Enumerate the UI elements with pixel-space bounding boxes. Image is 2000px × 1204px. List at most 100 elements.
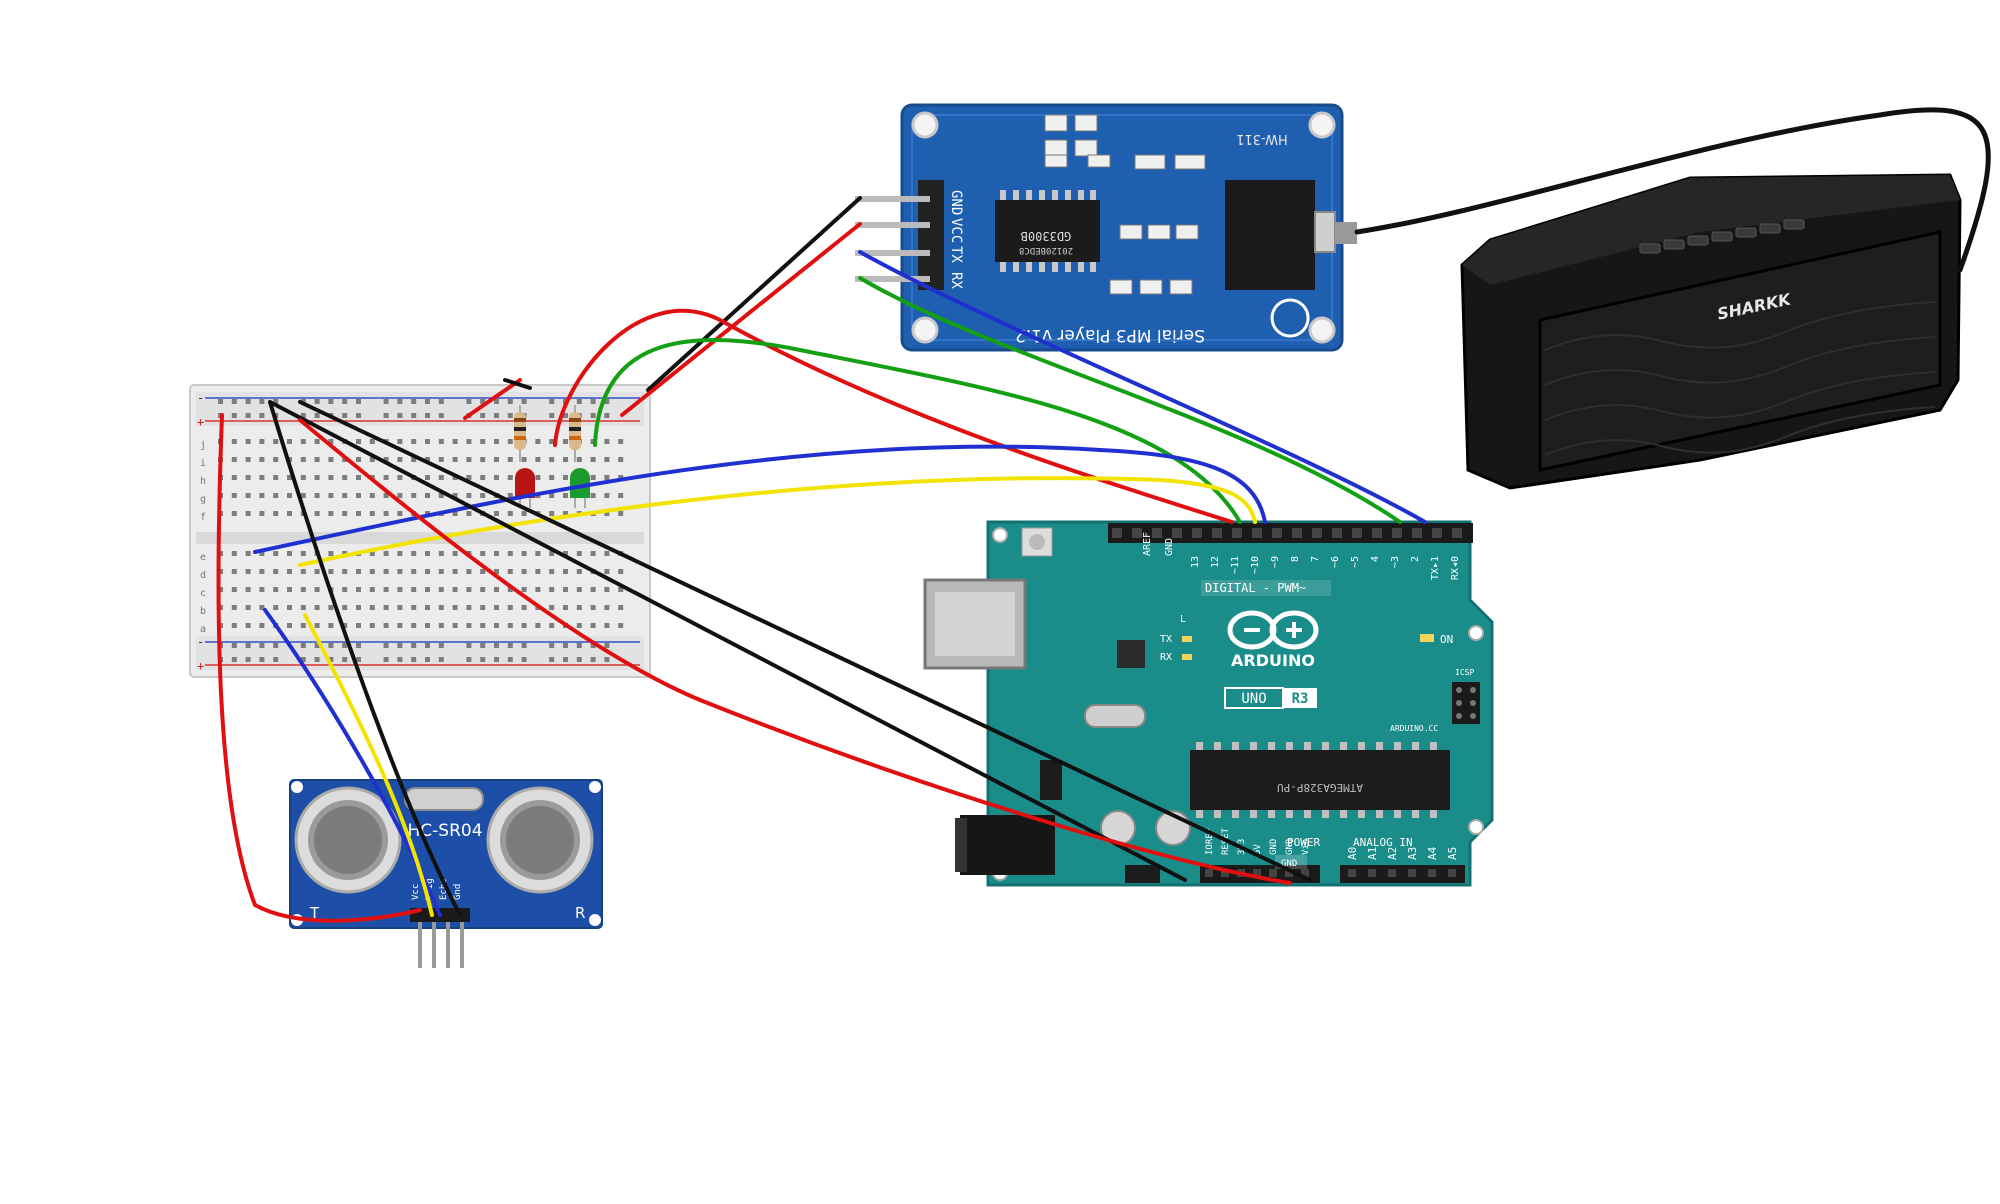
speaker-button[interactable] (1759, 223, 1781, 234)
breadboard-hole (425, 457, 430, 462)
header-socket (1132, 528, 1142, 538)
wires (216, 107, 1991, 923)
breadboard-hole (273, 605, 279, 610)
header-socket (1112, 528, 1122, 538)
breadboard-hole (231, 569, 237, 574)
rail-hole (231, 399, 237, 404)
header-socket (1152, 528, 1162, 538)
rail-hole (383, 657, 389, 662)
breadboard-holes (218, 399, 624, 662)
breadboard-hole (507, 587, 513, 592)
speaker-button[interactable] (1735, 227, 1757, 238)
rail-hole (549, 643, 555, 648)
header-socket (1348, 869, 1356, 877)
breadboard-hole (300, 569, 306, 574)
rail-hole (576, 643, 582, 648)
breadboard-hole (480, 569, 486, 574)
digital-pin-label: 8 (1290, 556, 1301, 562)
breadboard-hole (356, 587, 361, 592)
speaker-button[interactable] (1687, 235, 1709, 246)
rail-hole (549, 399, 555, 404)
breadboard-hole (287, 569, 292, 574)
breadboard-hole (452, 439, 458, 444)
analog-pin-label: A0 (1346, 847, 1359, 860)
breadboard-hole (314, 439, 320, 444)
rail-hole (590, 413, 596, 418)
mcu-pin (1214, 742, 1221, 750)
breadboard-hole (425, 493, 430, 498)
breadboard-hole (411, 439, 417, 444)
wire-red (216, 413, 422, 923)
rail-hole (466, 399, 472, 404)
breadboard-hole (287, 475, 292, 480)
module-model: HW-311 (1236, 131, 1288, 146)
breadboard-hole (549, 475, 555, 480)
breadboard-hole (314, 457, 320, 462)
breadboard-hole (563, 493, 568, 498)
wire-black (268, 400, 462, 917)
breadboard-hole (300, 439, 306, 444)
breadboard-hole (231, 457, 237, 462)
breadboard-hole (480, 551, 486, 556)
rail-hole (314, 413, 320, 418)
breadboard-hole (452, 551, 458, 556)
breadboard-hole (507, 493, 513, 498)
wire-yellow (303, 613, 434, 917)
header-socket (1408, 869, 1416, 877)
speaker-button[interactable] (1711, 231, 1733, 242)
rail-hole (314, 399, 320, 404)
breadboard-hole (549, 623, 555, 628)
speaker-grille (1538, 230, 1942, 472)
mcu-pin (1430, 810, 1437, 818)
breadboard-hole (438, 457, 444, 462)
rail-hole (494, 413, 499, 418)
rail-hole (604, 399, 610, 404)
gnd-top-label: GND (1164, 538, 1175, 556)
mcu-pin (1340, 810, 1347, 818)
breadboard-hole (245, 511, 251, 516)
breadboard-hole (590, 551, 596, 556)
breadboard-hole (604, 623, 610, 628)
speaker-button[interactable] (1663, 239, 1685, 250)
rail-hole (397, 643, 403, 648)
row-letter: j (200, 440, 206, 451)
rail-hole (397, 399, 403, 404)
breadboard-hole (466, 493, 472, 498)
breadboard-hole (563, 439, 568, 444)
breadboard-hole (259, 475, 265, 480)
header-socket (1232, 528, 1242, 538)
header-socket (1269, 869, 1277, 877)
rail-hole (425, 657, 430, 662)
breadboard-hole (383, 511, 389, 516)
row-letter: g (200, 494, 206, 505)
breadboard-hole (397, 605, 403, 610)
rail-hole (590, 643, 596, 648)
speaker-button[interactable] (1639, 243, 1661, 254)
analog-pin-label: A1 (1366, 847, 1379, 860)
breadboard-hole (259, 605, 265, 610)
speaker-button[interactable] (1783, 219, 1805, 230)
breadboard-hole (563, 569, 568, 574)
digital-pin-label: ~10 (1250, 556, 1261, 574)
rail-hole (521, 399, 527, 404)
breadboard-hole (356, 511, 361, 516)
rail-hole (328, 643, 334, 648)
rail-hole (231, 643, 237, 648)
bluetooth-speaker: SHARKK (1460, 173, 1962, 490)
rail-hole (342, 643, 348, 648)
transmitter-transducer (294, 786, 402, 894)
breadboard-hole (287, 587, 292, 592)
breadboard-hole (563, 551, 568, 556)
breadboard-hole (549, 457, 555, 462)
mcu-pin (1304, 810, 1311, 818)
breadboard-hole (604, 605, 610, 610)
rail-hole (245, 413, 251, 418)
mcu-pin (1394, 810, 1401, 818)
rail-hole (273, 643, 279, 648)
breadboard-hole (397, 569, 403, 574)
rail-hole (438, 657, 444, 662)
mp3-player-module: GND VCC TX RX GD3300B 20120BEDC8 HW-311 … (855, 103, 1357, 352)
breadboard-hole (231, 587, 237, 592)
breadboard-hole (300, 493, 306, 498)
